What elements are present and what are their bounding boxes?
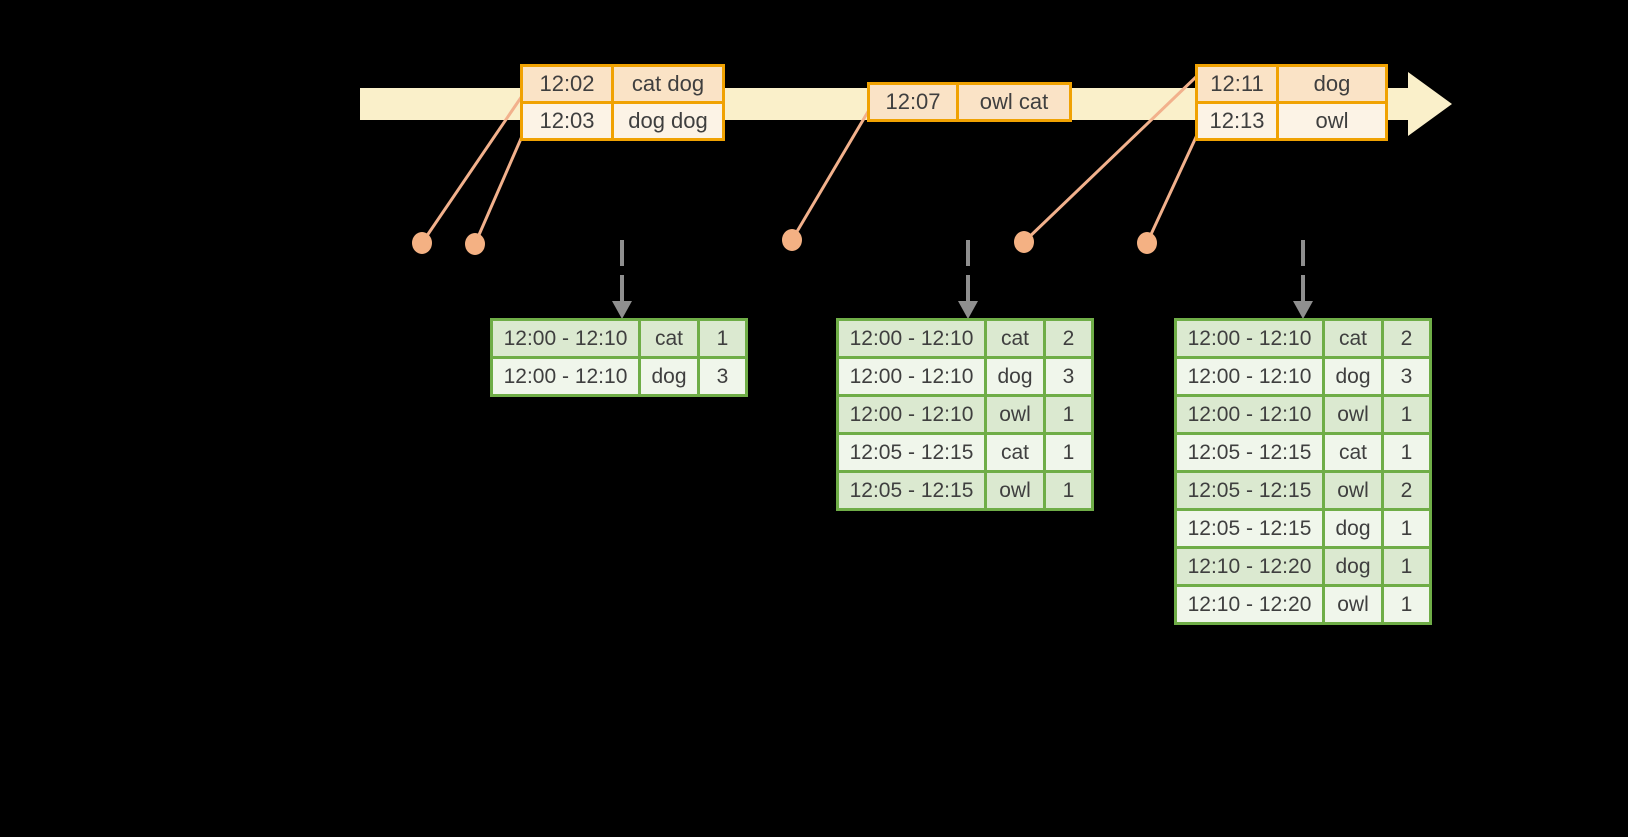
event-words-cell: owl cat bbox=[959, 85, 1069, 119]
result-window-cell: 12:05 - 12:15 bbox=[1177, 511, 1322, 546]
result-window-cell: 12:05 - 12:15 bbox=[839, 435, 984, 470]
result-count-cell: 1 bbox=[1046, 473, 1091, 508]
result-word-cell: cat bbox=[1325, 321, 1381, 356]
event-leader-line bbox=[1022, 74, 1199, 244]
result-word-cell: owl bbox=[987, 473, 1043, 508]
result-window-cell: 12:00 - 12:10 bbox=[839, 321, 984, 356]
result-word-cell: cat bbox=[987, 435, 1043, 470]
result-count-cell: 1 bbox=[1384, 549, 1429, 584]
result-word-cell: dog bbox=[1325, 359, 1381, 394]
trigger-arrowhead-icon bbox=[958, 301, 978, 319]
event-time-cell: 12:11 bbox=[1198, 67, 1276, 101]
event-words-cell: dog bbox=[1279, 67, 1385, 101]
event-dot bbox=[1014, 231, 1034, 253]
result-word-cell: dog bbox=[1325, 549, 1381, 584]
event-leader-line bbox=[1145, 134, 1199, 244]
result-count-cell: 1 bbox=[700, 321, 745, 356]
result-window-cell: 12:00 - 12:10 bbox=[839, 397, 984, 432]
result-window-cell: 12:10 - 12:20 bbox=[1177, 587, 1322, 622]
result-word-cell: owl bbox=[987, 397, 1043, 432]
trigger-arrowhead-icon bbox=[1293, 301, 1313, 319]
result-count-cell: 1 bbox=[1384, 587, 1429, 622]
event-words-cell: cat dog bbox=[614, 67, 722, 101]
result-window-cell: 12:00 - 12:10 bbox=[493, 321, 638, 356]
result-count-cell: 2 bbox=[1384, 473, 1429, 508]
result-window-cell: 12:05 - 12:15 bbox=[839, 473, 984, 508]
result-window-cell: 12:00 - 12:10 bbox=[493, 359, 638, 394]
result-word-cell: cat bbox=[1325, 435, 1381, 470]
result-count-cell: 3 bbox=[1384, 359, 1429, 394]
result-window-cell: 12:10 - 12:20 bbox=[1177, 549, 1322, 584]
result-count-cell: 1 bbox=[1046, 397, 1091, 432]
event-dot bbox=[1137, 232, 1157, 254]
result-count-cell: 1 bbox=[1046, 435, 1091, 470]
event-dot bbox=[412, 232, 432, 254]
event-words-cell: owl bbox=[1279, 104, 1385, 138]
result-count-cell: 1 bbox=[1384, 511, 1429, 546]
result-window-cell: 12:00 - 12:10 bbox=[1177, 397, 1322, 432]
result-window-cell: 12:05 - 12:15 bbox=[1177, 473, 1322, 508]
result-count-cell: 1 bbox=[1384, 397, 1429, 432]
result-count-cell: 3 bbox=[1046, 359, 1091, 394]
result-window-cell: 12:00 - 12:10 bbox=[1177, 321, 1322, 356]
result-count-cell: 3 bbox=[700, 359, 745, 394]
result-count-cell: 2 bbox=[1046, 321, 1091, 356]
event-leader-line bbox=[473, 133, 525, 245]
event-dot bbox=[465, 233, 485, 255]
result-word-cell: cat bbox=[641, 321, 697, 356]
result-word-cell: dog bbox=[987, 359, 1043, 394]
result-word-cell: dog bbox=[641, 359, 697, 394]
trigger-arrowhead-icon bbox=[612, 301, 632, 319]
timeline-arrowhead-icon bbox=[1408, 72, 1452, 136]
result-count-cell: 1 bbox=[1384, 435, 1429, 470]
result-word-cell: dog bbox=[1325, 511, 1381, 546]
result-window-cell: 12:05 - 12:15 bbox=[1177, 435, 1322, 470]
event-leader-line bbox=[790, 109, 871, 241]
event-leader-line bbox=[420, 95, 524, 244]
result-window-cell: 12:00 - 12:10 bbox=[839, 359, 984, 394]
result-word-cell: owl bbox=[1325, 587, 1381, 622]
result-word-cell: owl bbox=[1325, 473, 1381, 508]
event-dot bbox=[782, 229, 802, 251]
result-word-cell: cat bbox=[987, 321, 1043, 356]
event-time-cell: 12:07 bbox=[870, 85, 956, 119]
event-time-cell: 12:13 bbox=[1198, 104, 1276, 138]
result-window-cell: 12:00 - 12:10 bbox=[1177, 359, 1322, 394]
event-words-cell: dog dog bbox=[614, 104, 722, 138]
event-time-cell: 12:03 bbox=[523, 104, 611, 138]
result-word-cell: owl bbox=[1325, 397, 1381, 432]
result-count-cell: 2 bbox=[1384, 321, 1429, 356]
event-time-cell: 12:02 bbox=[523, 67, 611, 101]
